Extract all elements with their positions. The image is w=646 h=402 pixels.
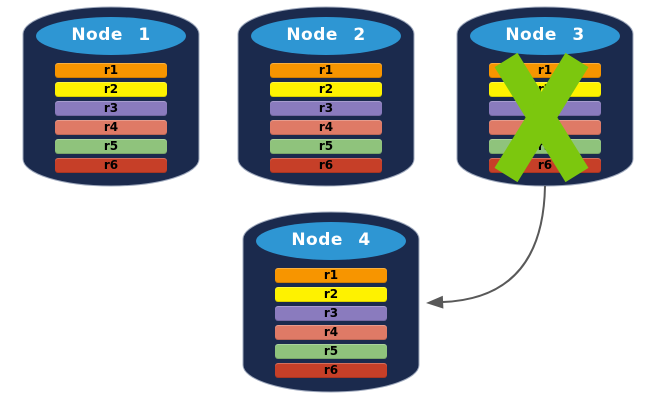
node1-row-r5: r5 bbox=[55, 139, 167, 154]
failover-arrow bbox=[426, 185, 546, 309]
node1-title: Node 1 bbox=[71, 25, 151, 45]
node4-row-r1: r1 bbox=[275, 268, 387, 283]
node2-row-r5: r5 bbox=[270, 139, 382, 154]
node3-row-r6: r6 bbox=[489, 158, 601, 173]
node4-row-r5: r5 bbox=[275, 344, 387, 359]
node4-title: Node 4 bbox=[291, 230, 371, 250]
node3-row-r2: r2 bbox=[489, 82, 601, 97]
node3-row-r4: r4 bbox=[489, 120, 601, 135]
node1-row-r4: r4 bbox=[55, 120, 167, 135]
failover-arrow-curve bbox=[442, 185, 546, 303]
node2-row-r2: r2 bbox=[270, 82, 382, 97]
node1-row-r3: r3 bbox=[55, 101, 167, 116]
node4-row-r2: r2 bbox=[275, 287, 387, 302]
node2-row-r4: r4 bbox=[270, 120, 382, 135]
node1-row-r6: r6 bbox=[55, 158, 167, 173]
node2-title: Node 2 bbox=[286, 25, 366, 45]
node3-row-r1: r1 bbox=[489, 63, 601, 78]
node3-title: Node 3 bbox=[505, 25, 585, 45]
node2-row-r6: r6 bbox=[270, 158, 382, 173]
node4-row-r4: r4 bbox=[275, 325, 387, 340]
node3-row-r5: r5 bbox=[489, 139, 601, 154]
node3-row-r3: r3 bbox=[489, 101, 601, 116]
node2-row-r3: r3 bbox=[270, 101, 382, 116]
node1-row-r1: r1 bbox=[55, 63, 167, 78]
node2-row-r1: r1 bbox=[270, 63, 382, 78]
node4-row-r6: r6 bbox=[275, 363, 387, 378]
node4-row-r3: r3 bbox=[275, 306, 387, 321]
failover-arrowhead-icon bbox=[426, 295, 444, 309]
node1-row-r2: r2 bbox=[55, 82, 167, 97]
